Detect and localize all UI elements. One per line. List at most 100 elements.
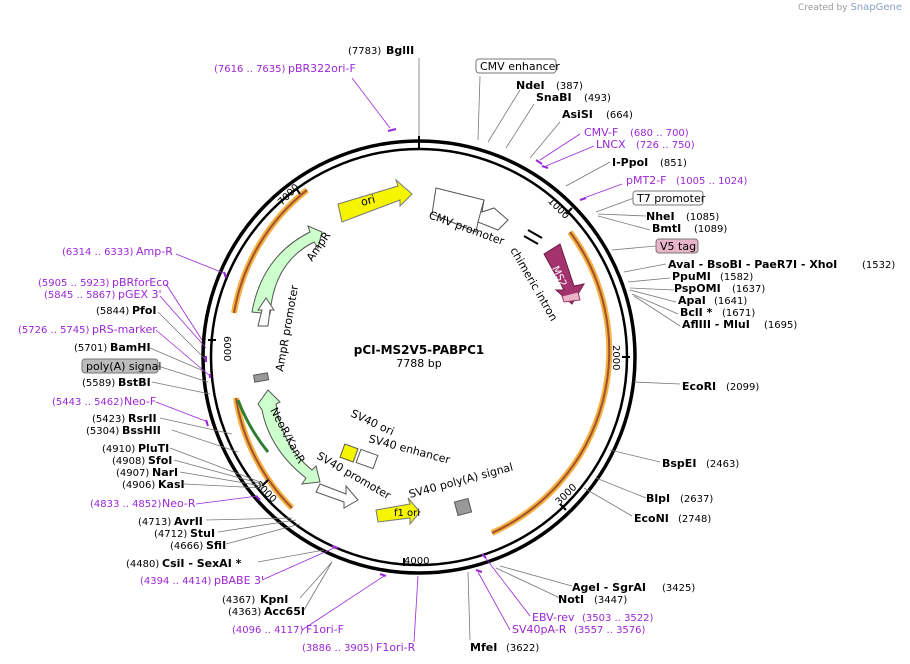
pos-bsshii: (5304) — [86, 426, 119, 437]
pos-bstbi: (5589) — [82, 378, 115, 389]
site-agei-sgrai: AgeI - SgrAI — [572, 581, 646, 594]
site-avai-bsobi-paer7i-xhoi: AvaI - BsoBI - PaeR7I - XhoI — [668, 258, 837, 271]
pos-ippoi: (851) — [660, 158, 687, 169]
leader-pfoi — [157, 311, 207, 361]
v5-tag-box — [561, 291, 581, 303]
leader-bsshii — [171, 429, 239, 453]
primer-leader-sv40par — [477, 571, 511, 631]
leader-snabi — [505, 103, 535, 149]
leader-acc65i — [303, 561, 333, 611]
boxed-labels: CMV enhancer T7 promoter V5 tag poly(A) … — [81, 58, 706, 374]
site-sfii: SfiI — [206, 539, 226, 552]
created-by-text: Created by — [798, 3, 848, 13]
primer-mark-pmt2f — [579, 197, 587, 201]
sites-right: (7783) BglII NdeI (387) SnaBI (493) AsiS… — [348, 44, 895, 654]
site-snabi: SnaBI — [536, 91, 572, 104]
label-t7-promoter: T7 promoter — [636, 192, 706, 205]
site-csii-sexai: CsiI - SexAI * — [162, 557, 242, 570]
primer-mark-neof — [205, 419, 209, 427]
site-kpni: KpnI — [260, 593, 288, 606]
site-noti: NotI — [558, 593, 584, 606]
sv40-polya-box — [453, 497, 473, 517]
pos-ppumi: (1582) — [720, 272, 753, 283]
leader-agei — [499, 565, 573, 587]
primer-leader-pmt2f — [583, 183, 623, 199]
range-pbrforeco: (5905 .. 5923) — [38, 278, 110, 289]
primer-leader-f1orir — [413, 575, 419, 643]
pos-pfoi: (5844) — [96, 306, 129, 317]
range-pbr322ori-f: (7616 .. 7635) — [214, 64, 286, 75]
pos-kasi: (4906) — [122, 480, 155, 491]
site-ippoi: I-PpoI — [612, 156, 648, 169]
leader-rsrii — [159, 417, 233, 435]
site-bmti: BmtI — [652, 222, 681, 235]
leader-afliii — [633, 295, 681, 327]
site-pfoi: PfoI — [132, 304, 157, 317]
neor-arc-green — [236, 399, 270, 453]
leader-pspomi — [629, 287, 675, 291]
primer-leader-pgex3 — [159, 295, 207, 349]
range-pgex3: (5845 .. 5867) — [44, 290, 116, 301]
sv40-promoter-arrow — [315, 483, 359, 509]
site-afliii-mlui: AflIII - MluI — [682, 318, 750, 331]
primer-prs-marker: pRS-marker — [92, 323, 157, 336]
ori-arrow — [337, 178, 413, 223]
leader-ippoi — [565, 161, 611, 187]
leader-bamhi — [149, 347, 207, 373]
site-ecori: EcoRI — [682, 380, 716, 393]
tick-7000-mark — [295, 187, 301, 195]
range-amp-r: (6314 .. 6333) — [62, 247, 134, 258]
pos-bglii: (7783) — [348, 46, 381, 57]
ampr-arrow — [251, 225, 323, 315]
neor-kanr-arrow — [257, 389, 321, 485]
pos-bmti: (1089) — [694, 224, 727, 235]
range-f1ori-f: (4096 .. 4117) — [232, 625, 304, 636]
site-nari: NarI — [152, 466, 178, 479]
pos-csii: (4480) — [126, 559, 159, 570]
f1-ori-arrow — [375, 497, 421, 526]
primer-leader-pbr322 — [351, 77, 391, 129]
cmv-enhancer-box — [475, 58, 557, 74]
site-avrii: AvrII — [174, 515, 203, 528]
pos-bcli: (1671) — [722, 308, 755, 319]
pos-econi: (2748) — [678, 514, 711, 525]
site-rsrii: RsrII — [128, 412, 157, 425]
primer-leaders — [155, 77, 623, 643]
leader-bmti — [597, 215, 651, 231]
leader-ecori — [633, 381, 681, 385]
primer-leader-ampr — [175, 253, 227, 275]
range-pbabe3: (4394 .. 4414) — [140, 576, 212, 587]
primer-marks — [205, 128, 587, 577]
leader-mfei — [467, 571, 471, 641]
label-cmv-enhancer: CMV enhancer — [480, 60, 560, 73]
leader-bcli — [631, 293, 679, 315]
pos-ndei: (387) — [556, 81, 583, 92]
orf-arcs — [231, 187, 613, 536]
tick-label-2000: 2000 — [610, 345, 621, 370]
primer-mark-ampr — [223, 271, 227, 279]
primer-mark-ebvrev — [481, 553, 487, 559]
leader-bspei — [609, 449, 661, 463]
range-neo-r: (4833 .. 4852) — [90, 499, 162, 510]
pos-apai: (1641) — [714, 296, 747, 307]
pos-sfoi: (4908) — [112, 456, 145, 467]
leader-nhei — [597, 213, 647, 217]
orf-arc-right-inner — [491, 231, 611, 534]
pos-mfei: (3622) — [506, 643, 539, 654]
tick-5000-mark — [261, 479, 269, 487]
range-ebv-rev: (3503 .. 3522) — [582, 613, 654, 624]
site-bstbi: BstBI — [118, 376, 151, 389]
primer-f1ori-r: F1ori-R — [376, 641, 416, 654]
leader-t7 — [595, 197, 635, 213]
sv40-ori-box — [339, 443, 359, 463]
label-v5-tag: V5 tag — [660, 240, 696, 253]
primer-pgex3: pGEX 3' — [118, 288, 162, 301]
pos-snabi: (493) — [584, 93, 611, 104]
leader-kpni — [299, 561, 333, 599]
orf-arc-lower-left-inner — [235, 397, 293, 509]
pos-acc65i: (4363) — [228, 607, 261, 618]
plasmid-size: 7788 bp — [396, 357, 441, 370]
site-apai: ApaI — [678, 294, 706, 307]
primer-labels: (7616 .. 7635) pBR322ori-F CMV-F (680 ..… — [18, 62, 748, 654]
